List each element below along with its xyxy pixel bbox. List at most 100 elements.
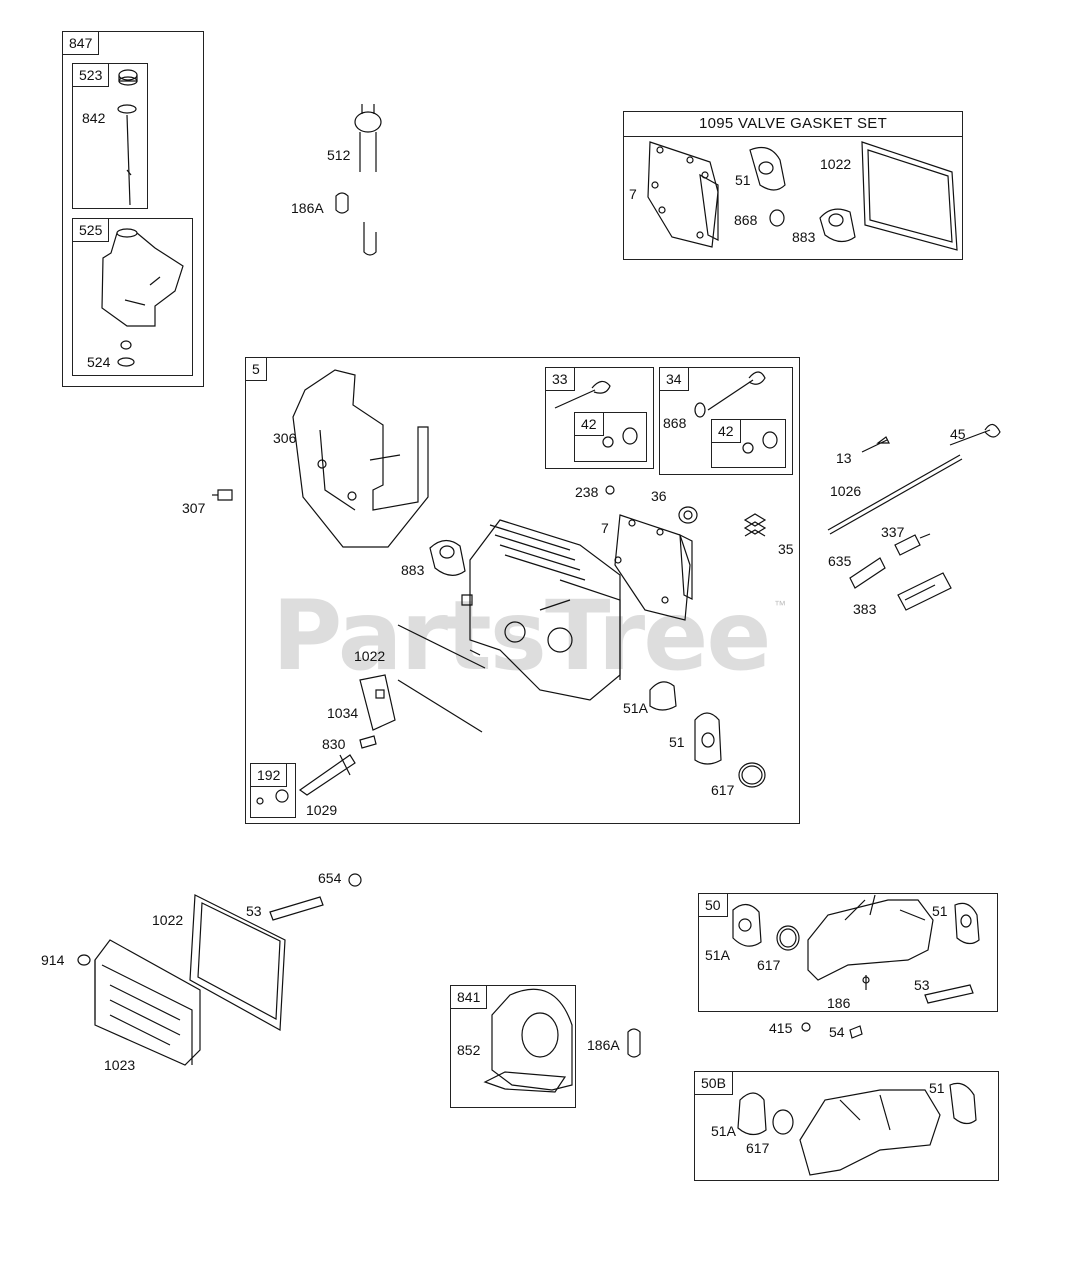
- seal-868-set[interactable]: [769, 209, 785, 227]
- group-50b-box[interactable]: 50B: [694, 1071, 999, 1181]
- rocker-cover-1023[interactable]: [94, 939, 201, 1066]
- valve-gasket-set-box[interactable]: 1095 VALVE GASKET SET: [623, 111, 963, 260]
- dipstick-rod[interactable]: [126, 114, 132, 206]
- o-ring-524[interactable]: [117, 357, 135, 367]
- label-50b-51a: 51A: [711, 1123, 736, 1139]
- keepers-42b[interactable]: [742, 431, 778, 454]
- group-525-box[interactable]: 525: [72, 218, 193, 376]
- bracket-852[interactable]: [483, 988, 573, 1093]
- cylinder-head[interactable]: [461, 519, 621, 701]
- gasket-51a-intake[interactable]: [732, 903, 762, 947]
- valve-45[interactable]: [949, 423, 1001, 446]
- clamp-186a[interactable]: [335, 192, 349, 214]
- label-914: 914: [41, 952, 65, 968]
- clamp-186a-bottom[interactable]: [627, 1028, 641, 1058]
- label-1034: 1034: [327, 705, 359, 721]
- group-847-box[interactable]: 847: [62, 31, 204, 387]
- label-35: 35: [778, 541, 794, 557]
- gasket-51a-50b[interactable]: [737, 1092, 767, 1136]
- label-852: 852: [457, 1042, 481, 1058]
- group-42b-box[interactable]: 42: [711, 419, 786, 468]
- nuts-192[interactable]: [256, 789, 289, 805]
- gasket-51[interactable]: [694, 712, 722, 765]
- group-34-tag: 34: [660, 368, 689, 391]
- group-841-box[interactable]: 841: [450, 985, 576, 1108]
- group-192-tag: 192: [251, 764, 288, 787]
- o-ring-617-50b[interactable]: [772, 1109, 794, 1135]
- group-192-box[interactable]: 192: [250, 763, 296, 818]
- label-186a-top: 186A: [291, 200, 324, 216]
- dipstick-cap-523[interactable]: [118, 69, 138, 86]
- gasket-51-set[interactable]: [749, 147, 786, 191]
- pin-238[interactable]: [605, 485, 615, 495]
- intake-manifold-50[interactable]: [807, 894, 934, 981]
- group-5-tag: 5: [246, 358, 267, 381]
- screw-914[interactable]: [77, 954, 91, 966]
- bolt-53[interactable]: [269, 896, 324, 921]
- o-ring-617[interactable]: [738, 762, 766, 788]
- group-34-box[interactable]: 34: [659, 367, 793, 475]
- gasket-51-intake[interactable]: [954, 902, 980, 945]
- rocker-arm-1029[interactable]: [298, 754, 356, 796]
- label-50-617: 617: [757, 957, 781, 973]
- bolt-53-intake[interactable]: [924, 984, 974, 1004]
- label-36: 36: [651, 488, 667, 504]
- nut-415[interactable]: [801, 1022, 811, 1032]
- gasket-883[interactable]: [429, 539, 466, 576]
- group-523-tag: 523: [73, 64, 110, 87]
- screw-307[interactable]: [212, 489, 233, 501]
- group-5-box[interactable]: 5: [245, 357, 800, 824]
- o-ring-842[interactable]: [117, 104, 137, 114]
- stud-830[interactable]: [359, 735, 377, 749]
- label-830: 830: [322, 736, 346, 752]
- label-1023: 1023: [104, 1057, 136, 1073]
- plug-337[interactable]: [894, 533, 931, 556]
- keepers-42a[interactable]: [602, 427, 638, 448]
- plate-1034[interactable]: [359, 674, 396, 731]
- group-42a-box[interactable]: 42: [574, 412, 647, 462]
- o-ring-617-intake[interactable]: [776, 925, 800, 951]
- nut-654[interactable]: [348, 873, 362, 887]
- tube-512[interactable]: [354, 104, 382, 172]
- pushrod-1026[interactable]: [827, 454, 963, 535]
- spark-plug-635[interactable]: [849, 557, 886, 589]
- label-gs-51: 51: [735, 172, 751, 188]
- bolt-13[interactable]: [861, 436, 890, 453]
- valve-33[interactable]: [554, 380, 611, 409]
- head-gasket-7[interactable]: [614, 514, 693, 621]
- label-53: 53: [246, 903, 262, 919]
- gasket-1022[interactable]: [189, 894, 286, 1031]
- label-13: 13: [836, 450, 852, 466]
- screw-54[interactable]: [849, 1025, 863, 1039]
- label-1026: 1026: [830, 483, 862, 499]
- gasket-883-set[interactable]: [819, 208, 856, 243]
- label-54: 54: [829, 1024, 845, 1040]
- group-523-box[interactable]: 523: [72, 63, 148, 209]
- label-306: 306: [273, 430, 297, 446]
- pin-186[interactable]: [862, 975, 870, 990]
- seal-36[interactable]: [678, 506, 698, 524]
- intake-manifold-50b[interactable]: [799, 1089, 941, 1176]
- pushrod-1022[interactable]: [397, 624, 486, 733]
- group-42a-tag: 42: [575, 413, 604, 436]
- label-654: 654: [318, 870, 342, 886]
- tube-383[interactable]: [897, 572, 952, 611]
- label-383: 383: [853, 601, 877, 617]
- label-gs-883: 883: [792, 229, 816, 245]
- head-gasket-7-set[interactable]: [647, 141, 719, 248]
- group-847-tag: 847: [63, 32, 100, 55]
- air-guide-306[interactable]: [292, 369, 429, 548]
- label-524: 524: [87, 354, 111, 370]
- valve-34[interactable]: [694, 371, 766, 418]
- group-525-tag: 525: [73, 219, 110, 242]
- spring-35[interactable]: [743, 513, 767, 537]
- gasket-51a[interactable]: [649, 681, 677, 711]
- label-50b-617: 617: [746, 1140, 770, 1156]
- rocker-cover-gasket-1022-set[interactable]: [861, 141, 958, 251]
- group-33-box[interactable]: 33: [545, 367, 654, 469]
- gasket-51-50b[interactable]: [949, 1082, 977, 1125]
- label-51: 51: [669, 734, 685, 750]
- dipstick-tube-525[interactable]: [101, 228, 184, 350]
- group-50-box[interactable]: 50: [698, 893, 998, 1012]
